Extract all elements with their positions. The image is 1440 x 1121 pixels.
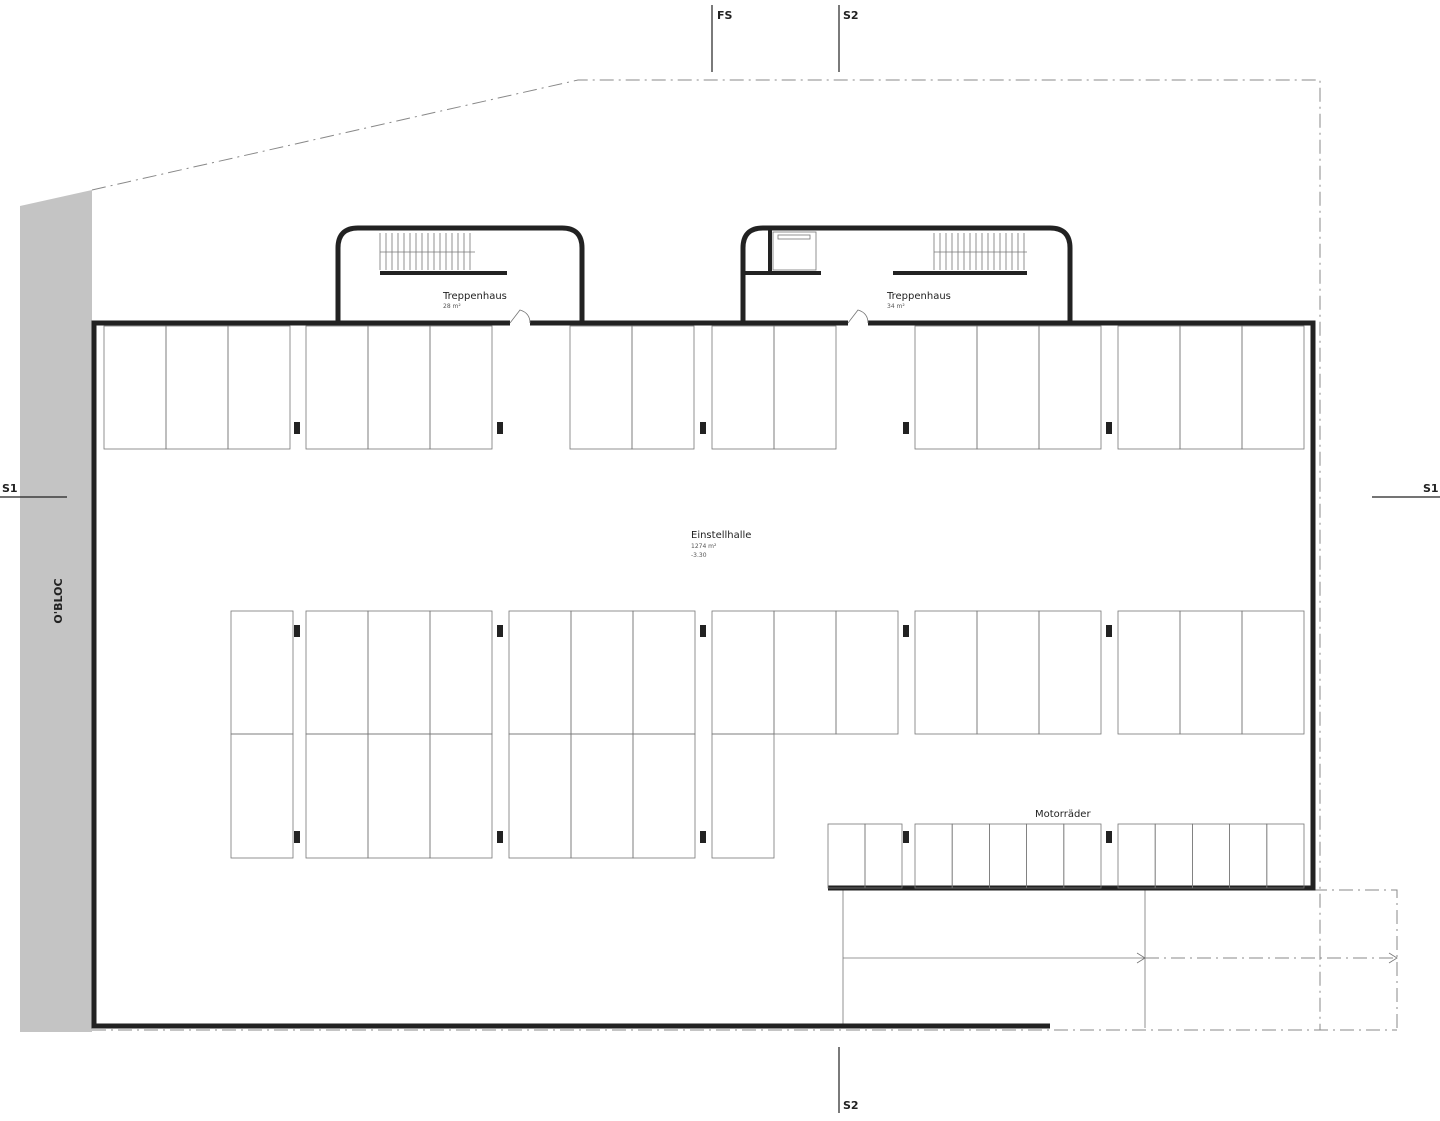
column: [497, 831, 503, 843]
parking-space: [914, 610, 978, 735]
garage-level: -3.30: [691, 552, 707, 559]
parking-space: [227, 325, 291, 450]
garage-name: Einstellhalle: [691, 530, 751, 541]
parking-space: [951, 823, 990, 889]
parking-space: [1241, 325, 1305, 450]
parking-space: [773, 325, 837, 450]
ramp: [842, 889, 1398, 1030]
stair-treads: [379, 233, 1027, 270]
motorcycles-label: Motorräder: [1035, 809, 1091, 820]
parking-space: [1266, 823, 1305, 889]
parking-space: [711, 610, 775, 735]
column: [903, 625, 909, 637]
column: [700, 831, 706, 843]
parking-space: [1026, 823, 1065, 889]
parking-space: [914, 823, 953, 889]
column: [903, 831, 909, 843]
section-fs: FS: [717, 9, 733, 22]
parking-space: [1229, 823, 1268, 889]
parking-space: [1117, 610, 1181, 735]
column: [1106, 422, 1112, 434]
parking-space: [103, 325, 167, 450]
parking-space: [976, 610, 1040, 735]
parking-space: [1038, 610, 1102, 735]
parking-space: [1117, 823, 1156, 889]
column: [294, 422, 300, 434]
parking-space: [305, 610, 369, 735]
parking-space: [305, 325, 369, 450]
parking-space: [827, 823, 866, 889]
column: [497, 625, 503, 637]
parking-space: [367, 325, 431, 450]
stair-2-name: Treppenhaus: [886, 291, 951, 302]
parking-space: [1179, 325, 1243, 450]
parking-space: [1117, 325, 1181, 450]
neighbor-label: O'BLOC: [52, 578, 65, 623]
parking-space: [632, 610, 696, 735]
parking-space: [570, 610, 634, 735]
parking-space: [1241, 610, 1305, 735]
parking-spaces: [103, 325, 1305, 889]
parking-space: [631, 325, 695, 450]
column: [497, 422, 503, 434]
parking-space: [989, 823, 1028, 889]
parking-space: [230, 610, 294, 735]
parking-space: [165, 325, 229, 450]
column: [700, 625, 706, 637]
parking-space: [773, 610, 837, 735]
elevator: [772, 231, 817, 271]
stair-2-area: 34 m²: [887, 303, 905, 310]
column: [294, 831, 300, 843]
columns: [294, 422, 1112, 843]
column: [1106, 625, 1112, 637]
parking-space: [1192, 823, 1231, 889]
parking-space: [1179, 610, 1243, 735]
door-swing: [509, 309, 869, 324]
parking-space: [429, 325, 493, 450]
parking-space: [230, 733, 294, 859]
parking-space: [914, 325, 978, 450]
parking-space: [632, 733, 696, 859]
column: [294, 625, 300, 637]
parking-space: [1063, 823, 1102, 889]
parking-space: [367, 610, 431, 735]
parking-space: [429, 733, 493, 859]
parking-space: [711, 733, 775, 859]
section-s2-bottom: S2: [843, 1099, 859, 1112]
parking-space: [508, 610, 572, 735]
parking-space: [835, 610, 899, 735]
section-s2-top: S2: [843, 9, 859, 22]
parking-space: [569, 325, 633, 450]
garage-area: 1274 m²: [691, 543, 717, 550]
parking-space: [1154, 823, 1193, 889]
parking-space: [711, 325, 775, 450]
parking-space: [864, 823, 903, 889]
column: [1106, 831, 1112, 843]
stair-1-area: 28 m²: [443, 303, 461, 310]
stair-1-name: Treppenhaus: [442, 291, 507, 302]
parking-space: [429, 610, 493, 735]
neighbor-building: [20, 190, 92, 1032]
column: [903, 422, 909, 434]
section-marks: [0, 5, 1440, 1113]
parking-space: [570, 733, 634, 859]
parking-space: [508, 733, 572, 859]
parking-space: [367, 733, 431, 859]
section-s1-right: S1: [1423, 482, 1439, 495]
column: [700, 422, 706, 434]
section-s1-left: S1: [2, 482, 18, 495]
parking-space: [1038, 325, 1102, 450]
parking-space: [976, 325, 1040, 450]
parking-space: [305, 733, 369, 859]
plot-boundary: [91, 79, 1397, 1031]
